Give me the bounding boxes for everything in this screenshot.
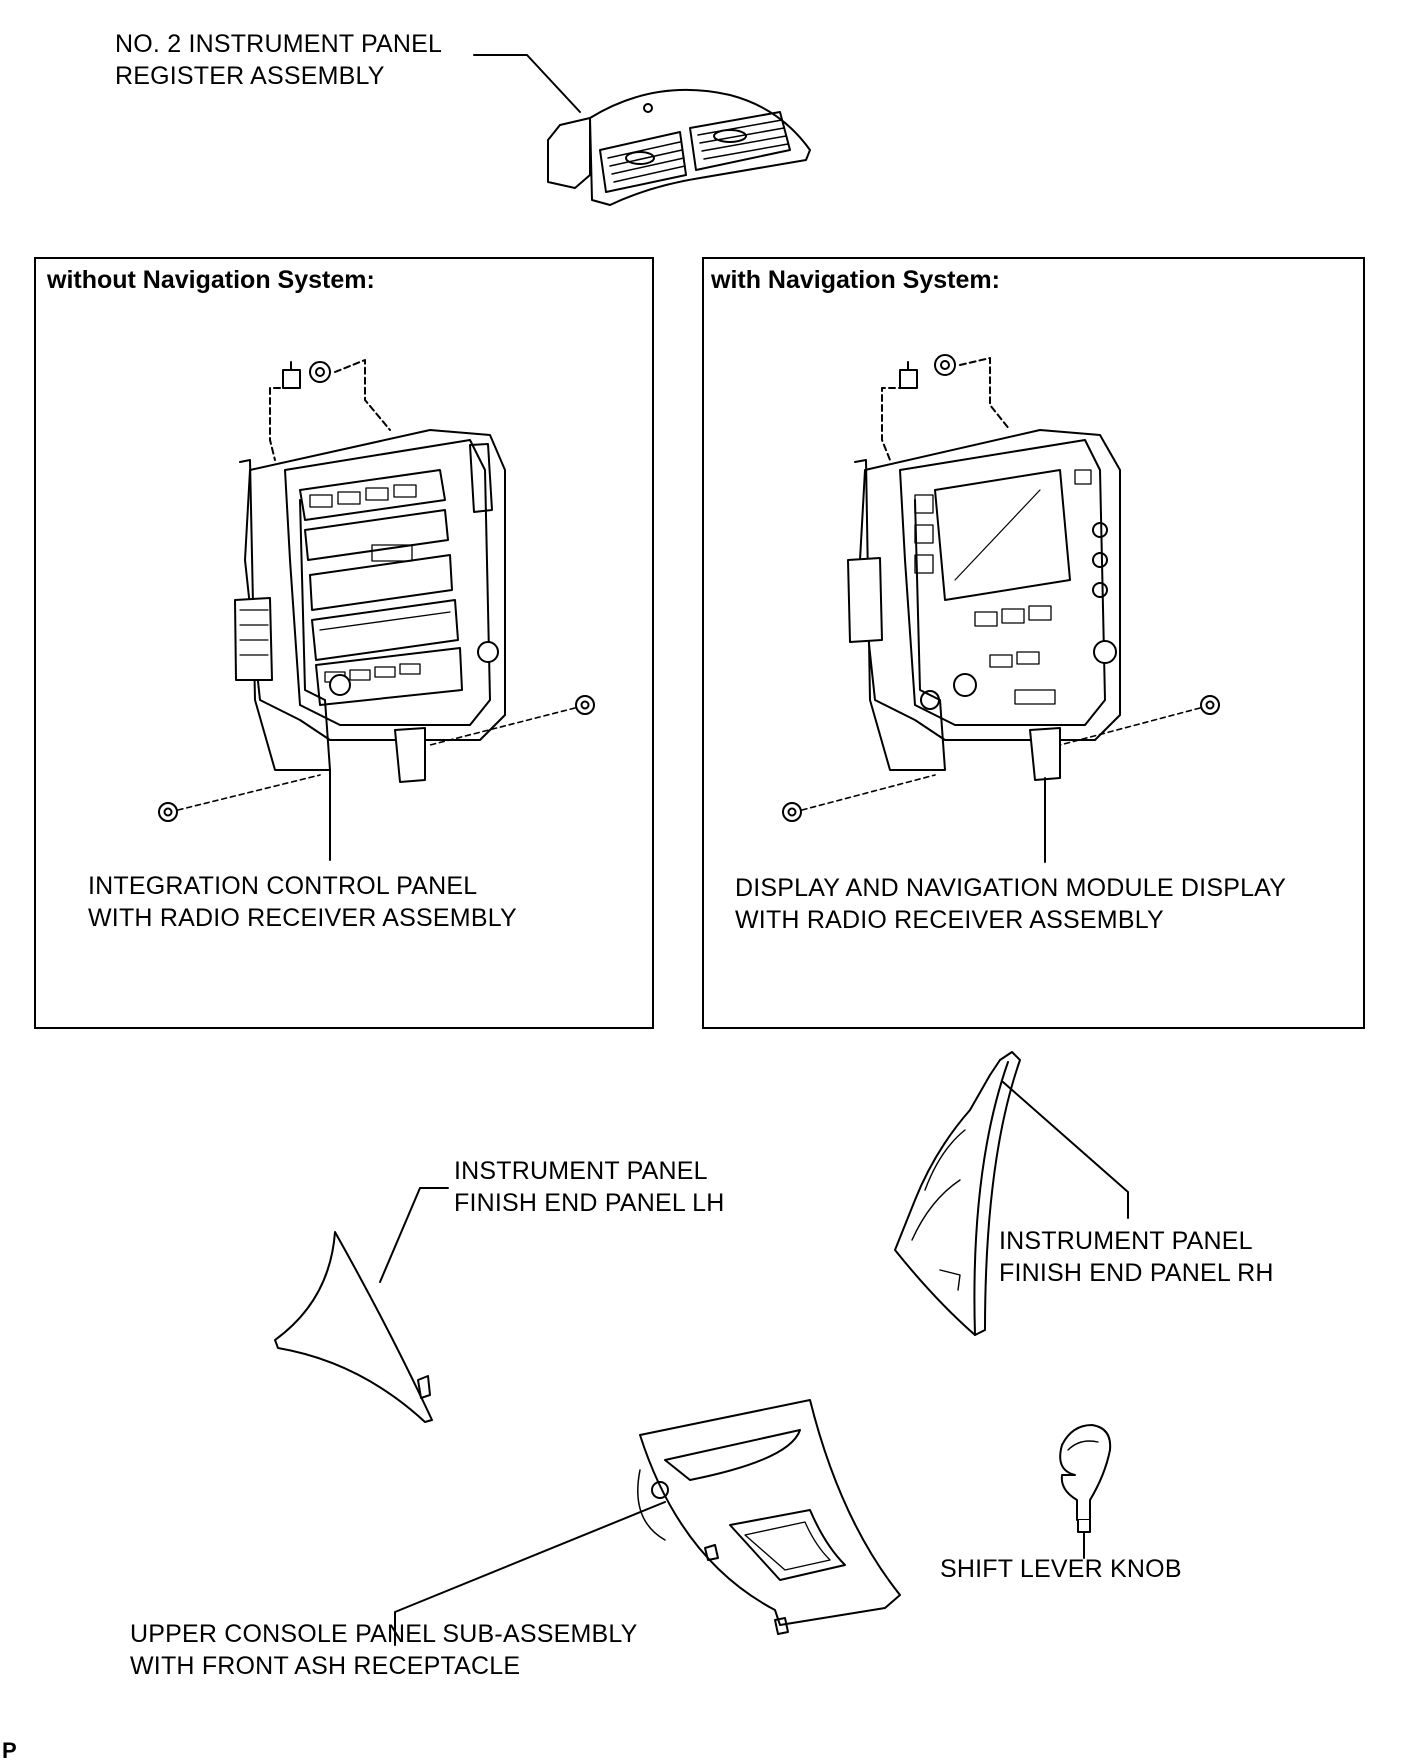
corner-mark: P <box>2 1738 17 1763</box>
console-label-line-1: UPPER CONSOLE PANEL SUB-ASSEMBLY <box>130 1620 638 1648</box>
console-leader-line <box>394 1501 666 1646</box>
with-nav-heading: with Navigation System: <box>711 266 1000 294</box>
shift-knob-label-line-1: SHIFT LEVER KNOB <box>940 1555 1182 1583</box>
integration-panel-drawing <box>158 359 595 822</box>
finish-end-panel-rh-drawing <box>894 1051 1021 1336</box>
shift-knob-label: SHIFT LEVER KNOB <box>940 1553 1182 1585</box>
without-nav-box <box>34 257 654 1029</box>
finish-lh-label: INSTRUMENT PANEL FINISH END PANEL LH <box>454 1155 725 1219</box>
console-label-line-2: WITH FRONT ASH RECEPTACLE <box>130 1652 521 1680</box>
finish-rh-leader-line <box>1002 1081 1129 1219</box>
register-label-line-1: NO. 2 INSTRUMENT PANEL <box>115 30 443 58</box>
register-assembly-drawing <box>547 88 811 206</box>
display-module-drawing <box>782 354 1220 822</box>
integration-label: INTEGRATION CONTROL PANEL WITH RADIO REC… <box>88 870 517 934</box>
without-nav-heading: without Navigation System: <box>47 266 375 294</box>
display-label-line-1: DISPLAY AND NAVIGATION MODULE DISPLAY <box>735 874 1287 902</box>
display-label-line-2: WITH RADIO RECEIVER ASSEMBLY <box>735 906 1164 934</box>
register-leader-line <box>473 54 581 113</box>
finish-lh-leader-line <box>379 1187 449 1283</box>
finish-end-panel-lh-drawing <box>274 1231 433 1423</box>
finish-rh-label-line-2: FINISH END PANEL RH <box>999 1259 1274 1287</box>
console-label: UPPER CONSOLE PANEL SUB-ASSEMBLY WITH FR… <box>130 1618 637 1682</box>
finish-lh-label-line-2: FINISH END PANEL LH <box>454 1189 725 1217</box>
register-label-line-2: REGISTER ASSEMBLY <box>115 62 385 90</box>
register-label: NO. 2 INSTRUMENT PANEL REGISTER ASSEMBLY <box>115 28 442 92</box>
finish-lh-label-line-1: INSTRUMENT PANEL <box>454 1157 708 1185</box>
with-nav-box <box>702 257 1365 1029</box>
finish-rh-label-line-1: INSTRUMENT PANEL <box>999 1227 1253 1255</box>
shift-knob-drawing <box>1059 1424 1112 1533</box>
upper-console-panel-drawing <box>637 1399 901 1635</box>
integration-label-line-1: INTEGRATION CONTROL PANEL <box>88 872 478 900</box>
integration-label-line-2: WITH RADIO RECEIVER ASSEMBLY <box>88 904 517 932</box>
finish-rh-label: INSTRUMENT PANEL FINISH END PANEL RH <box>999 1225 1274 1289</box>
display-label: DISPLAY AND NAVIGATION MODULE DISPLAY WI… <box>735 872 1286 936</box>
